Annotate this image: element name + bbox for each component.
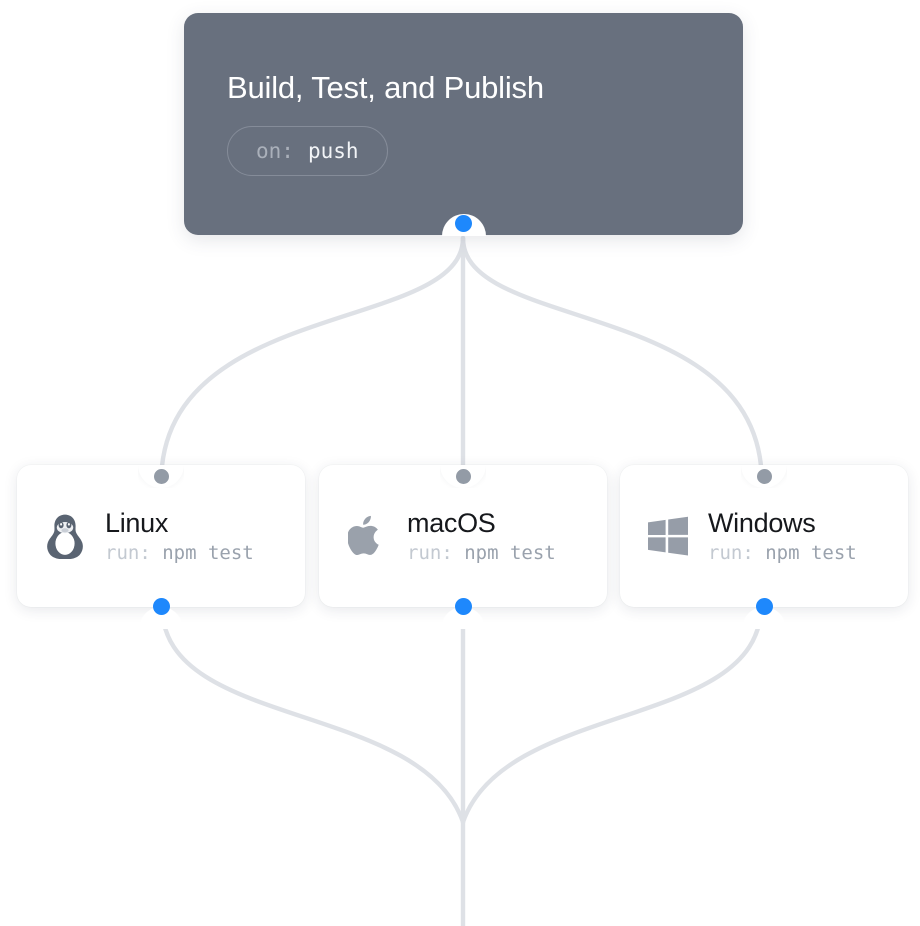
apple-icon xyxy=(345,512,389,560)
edge-trigger-to-windows xyxy=(460,235,764,469)
windows-run-command: run: npm test xyxy=(708,542,857,565)
linux-source-notch xyxy=(139,607,183,629)
windows-source-handle[interactable] xyxy=(755,598,773,615)
linux-run-key: run: xyxy=(105,541,151,564)
macos-run-value: npm test xyxy=(464,541,556,564)
windows-run-value: npm test xyxy=(765,541,857,564)
job-node-macos[interactable]: macOS run: npm test xyxy=(319,465,607,629)
trigger-source-handle[interactable] xyxy=(455,215,472,232)
windows-text-block: Windows run: npm test xyxy=(708,508,857,565)
trigger-event-value: push xyxy=(307,139,359,164)
linux-run-value: npm test xyxy=(162,541,254,564)
edge-linux-to-publish xyxy=(159,603,466,825)
linux-penguin-icon xyxy=(43,512,87,560)
edge-windows-to-publish xyxy=(460,603,764,825)
macos-source-notch xyxy=(441,607,485,629)
windows-source-notch xyxy=(742,607,786,629)
windows-title: Windows xyxy=(708,507,816,538)
macos-source-handle[interactable] xyxy=(454,598,472,615)
job-node-windows[interactable]: Windows run: npm test xyxy=(620,465,908,629)
windows-target-handle[interactable] xyxy=(756,469,772,484)
macos-run-key: run: xyxy=(407,541,453,564)
trigger-title: Build, Test, and Publish xyxy=(227,70,544,105)
macos-run-command: run: npm test xyxy=(407,542,556,565)
trigger-event-pill[interactable]: on: push xyxy=(227,126,388,177)
windows-icon xyxy=(646,512,690,560)
trigger-node[interactable]: Build, Test, and Publish on: push xyxy=(184,13,743,236)
job-node-linux[interactable]: Linux run: npm test xyxy=(17,465,305,629)
macos-text-block: macOS run: npm test xyxy=(407,508,556,565)
linux-run-command: run: npm test xyxy=(105,542,254,565)
linux-source-handle[interactable] xyxy=(152,598,170,615)
trigger-event-key: on: xyxy=(256,139,294,164)
windows-run-key: run: xyxy=(708,541,754,564)
edge-trigger-to-linux xyxy=(159,235,466,469)
linux-text-block: Linux run: npm test xyxy=(105,508,254,565)
macos-title: macOS xyxy=(407,507,496,538)
linux-title: Linux xyxy=(105,507,169,538)
macos-target-handle[interactable] xyxy=(455,469,471,484)
linux-target-handle[interactable] xyxy=(153,469,169,484)
